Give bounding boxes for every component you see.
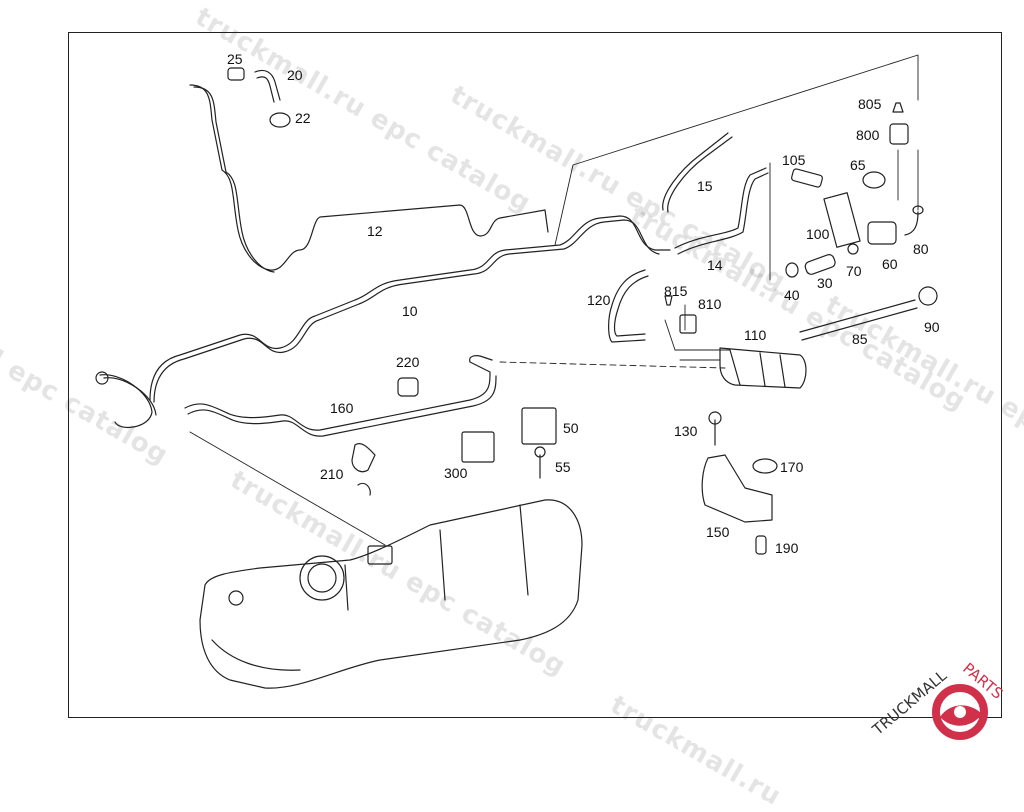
pipe-14: [674, 167, 767, 249]
part-label-130: 130: [674, 423, 698, 439]
part-label-80: 80: [913, 241, 929, 257]
part-800: [889, 123, 909, 145]
canister-110: [719, 347, 807, 389]
part-label-150: 150: [706, 524, 730, 540]
pin-190: [755, 535, 767, 555]
truckmall-parts-logo: TRUCKMALL PARTS: [868, 662, 1006, 740]
part-label-105: 105: [782, 152, 806, 168]
part-label-815: 815: [664, 283, 688, 299]
part-label-90: 90: [924, 319, 940, 335]
part-label-160: 160: [330, 400, 354, 416]
part-label-220: 220: [396, 354, 420, 370]
tube-85: [799, 299, 918, 341]
clamp-70: [847, 243, 859, 255]
part-label-20: 20: [287, 67, 303, 83]
part-label-30: 30: [817, 275, 833, 291]
part-815: [664, 295, 673, 306]
fuel-tank: [199, 499, 583, 689]
bracket-50: [521, 407, 557, 445]
clamp-40: [785, 262, 799, 278]
part-805: [892, 102, 904, 113]
part-label-110: 110: [744, 327, 767, 343]
bolt-105: [791, 168, 823, 188]
pipe-120: [608, 269, 646, 343]
diagram-frame: [68, 32, 1002, 718]
part-label-12: 12: [367, 223, 383, 239]
part-label-70: 70: [846, 263, 862, 279]
bracket-150: [701, 454, 773, 523]
clip-25: [227, 67, 245, 81]
part-label-120: 120: [587, 292, 611, 308]
valve-60: [867, 221, 897, 245]
part-label-60: 60: [882, 256, 898, 272]
part-label-14: 14: [707, 257, 723, 273]
part-label-50: 50: [563, 420, 579, 436]
part-label-190: 190: [775, 540, 799, 556]
part-810: [679, 314, 697, 334]
pipe-10: [99, 215, 671, 429]
part-label-15: 15: [697, 178, 713, 194]
sleeve-220: [397, 377, 419, 397]
part-label-85: 85: [852, 331, 868, 347]
clip-65: [862, 171, 886, 189]
pipe-160: [184, 355, 493, 431]
bracket-100: [823, 192, 861, 248]
part-label-10: 10: [402, 303, 418, 319]
part-label-100: 100: [806, 226, 830, 242]
part-label-22: 22: [295, 110, 311, 126]
pipe-12: [189, 84, 549, 271]
part-label-800: 800: [856, 127, 880, 143]
part-label-25: 25: [227, 51, 243, 67]
parts-diagram: [95, 54, 938, 689]
part-label-300: 300: [444, 465, 468, 481]
bracket-300: [461, 431, 495, 463]
part-label-40: 40: [784, 287, 800, 303]
part-label-65: 65: [850, 157, 866, 173]
fuel-pump-flange: [299, 555, 345, 601]
leader-lines: [189, 54, 919, 546]
hose-20: [254, 69, 281, 101]
grommet-170: [752, 458, 778, 474]
hose-30: [804, 254, 836, 275]
part-label-55: 55: [555, 459, 571, 475]
clip-210: [351, 443, 376, 496]
elbow-80: [904, 211, 919, 236]
pipe-15: [662, 132, 729, 211]
part-label-210: 210: [320, 466, 344, 482]
clip-22: [269, 112, 291, 128]
part-label-810: 810: [698, 296, 722, 312]
part-label-170: 170: [780, 459, 804, 475]
part-label-805: 805: [858, 96, 882, 112]
gear-icon: [932, 684, 988, 740]
clamp-90: [918, 286, 938, 306]
